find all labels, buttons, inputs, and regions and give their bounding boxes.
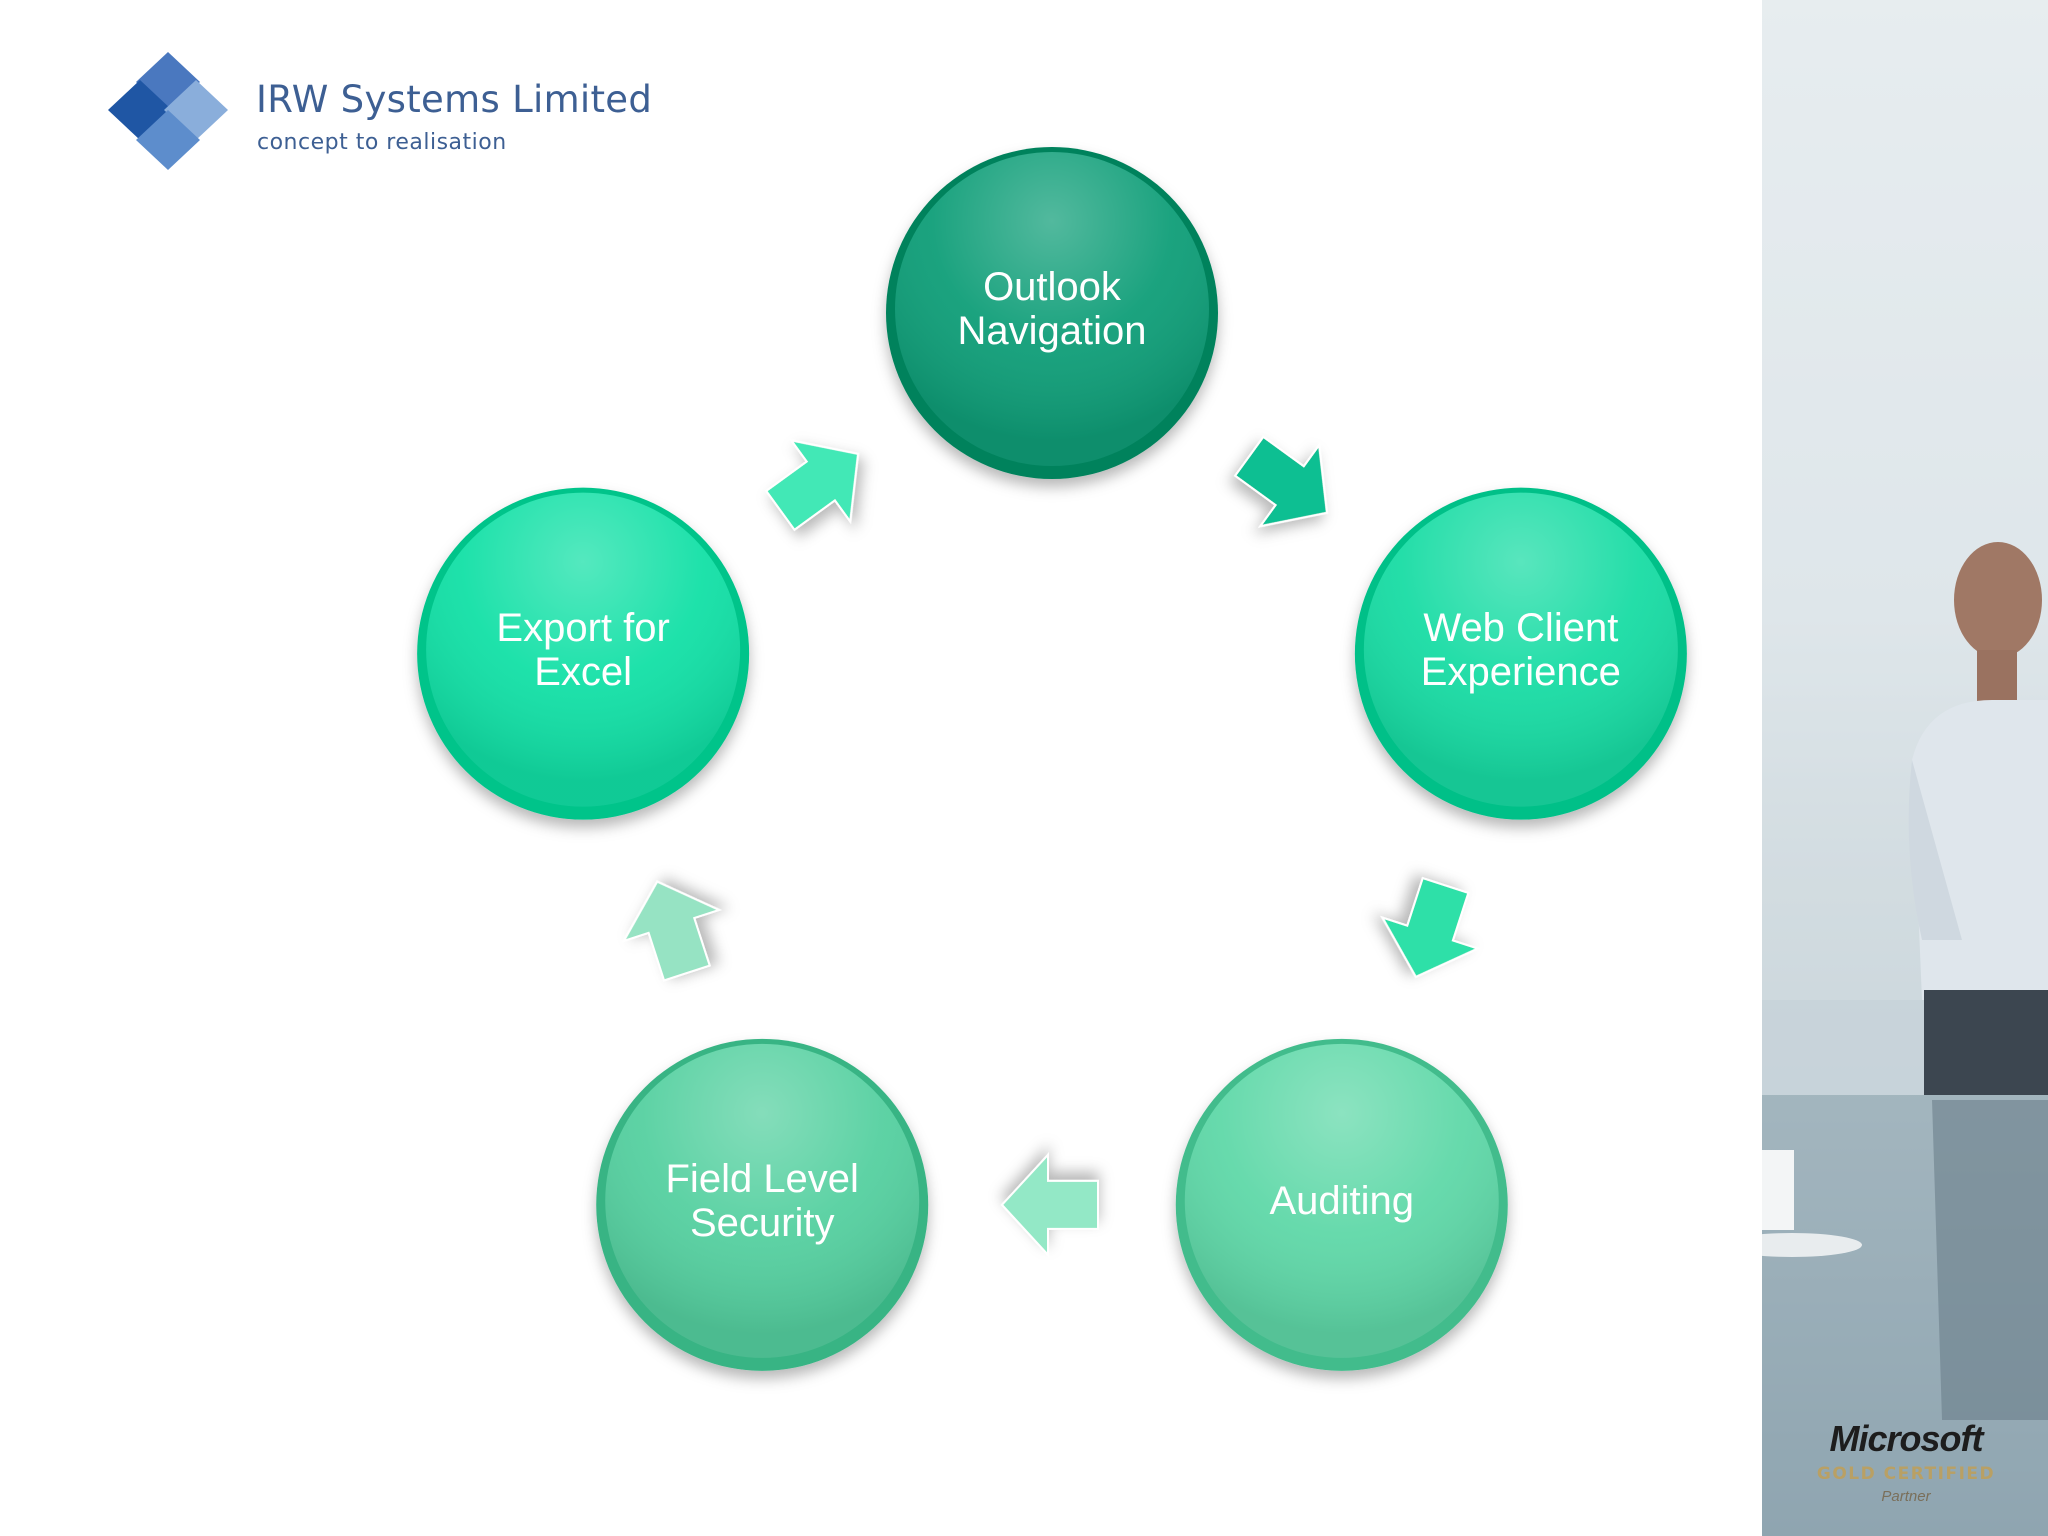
badge-brand: Microsoft: [1829, 1418, 1984, 1459]
cycle-node-label: Auditing: [1269, 1178, 1415, 1223]
cycle-node-label: Outlook Navigation: [957, 265, 1147, 353]
company-logo: IRW Systems Limited concept to realisati…: [108, 52, 668, 172]
microsoft-gold-partner-badge: Microsoft GOLD CERTIFIED Partner: [1806, 1418, 2006, 1505]
cycle-diagram-graphic: [417, 147, 1687, 1371]
cycle-node-circle: [1175, 1038, 1508, 1371]
cycle-arrow-icon: [1233, 435, 1328, 528]
business-photo-panel: Microsoft GOLD CERTIFIED Partner: [1762, 0, 2048, 1536]
cycle-node-circle: [1354, 487, 1687, 820]
cycle-node-label: Field Level Security: [665, 1156, 859, 1245]
cycle-arrow-icon: [1000, 1152, 1099, 1258]
company-tagline: concept to realisation: [257, 130, 507, 155]
badge-type: Partner: [1881, 1488, 1931, 1505]
cycle-node-label: Export for Excel: [496, 605, 670, 694]
logo-diamond-icon: [108, 52, 228, 170]
badge-level: GOLD CERTIFIED: [1816, 1464, 1996, 1484]
cycle-node-circle: [886, 147, 1218, 479]
cycle-arrow-icon: [621, 880, 722, 982]
cycle-arrow-icon: [1380, 876, 1481, 979]
company-name: IRW Systems Limited: [256, 78, 653, 121]
cycle-node-circle: [417, 487, 750, 820]
cycle-node-circle: [596, 1038, 929, 1371]
cycle-node-label: Web Client Experience: [1420, 605, 1621, 694]
man-on-phone-photo-icon: [1762, 0, 2048, 1536]
cycle-arrow-icon: [764, 439, 860, 532]
